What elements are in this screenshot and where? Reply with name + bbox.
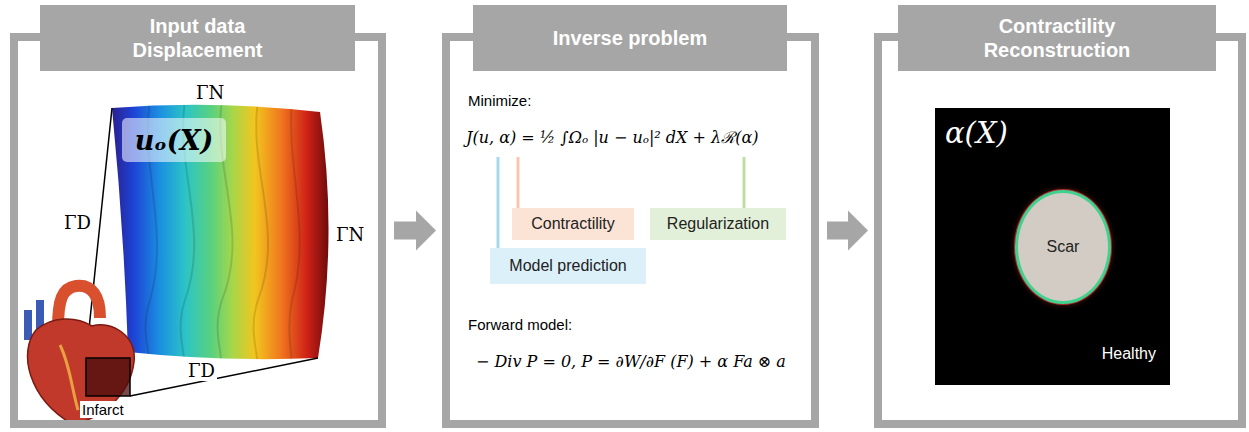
contractility-map: α(X) Healthy Scar <box>935 108 1170 385</box>
step-label: Minimize: <box>468 92 531 109</box>
leader-line <box>517 157 520 208</box>
boundary-label: ΓN <box>336 224 364 245</box>
boundary-label: ΓD <box>64 212 91 233</box>
block-arrow <box>827 211 868 251</box>
block-arrow <box>394 211 436 251</box>
heart <box>28 319 135 424</box>
step-label: Forward model: <box>468 316 572 333</box>
field-label: α(X) <box>945 116 1008 150</box>
boundary-label: ΓN <box>196 82 224 103</box>
leader-line <box>497 157 500 248</box>
infarct-region <box>86 358 130 396</box>
region-label: Scar <box>1047 238 1080 256</box>
panel-heading: Inverse problem <box>473 5 787 71</box>
term-box: Model prediction <box>490 248 646 284</box>
term-label: Regularization <box>667 215 769 233</box>
panel-heading: Input data Displacement <box>40 5 355 71</box>
term-label: Model prediction <box>509 257 626 275</box>
contour-line <box>254 100 269 370</box>
region-label: Infarct <box>80 401 126 418</box>
panel-heading: Contractility Reconstruction <box>898 5 1216 71</box>
field-label-box: uₒ(X) <box>122 118 226 162</box>
region-label: Healthy <box>1102 345 1156 363</box>
panel: Contractility Reconstructionα(X)HealthyS… <box>874 33 1246 428</box>
term-box: Regularization <box>650 208 786 240</box>
scar-region: Scar <box>1015 190 1111 304</box>
equation: J(u, α) = ½ ∫Ωₒ |u − uₒ|² dX + λℛ(α) <box>466 126 758 148</box>
projection-line <box>86 108 112 358</box>
projection-line <box>130 358 318 396</box>
contour-line <box>289 100 299 370</box>
boundary-label: ΓD <box>186 360 217 381</box>
equation: − Div P = 0, P = ∂W/∂F (F) + α Fa ⊗ a <box>476 352 786 371</box>
term-label: Contractility <box>531 215 615 233</box>
field-label: uₒ(X) <box>135 125 214 156</box>
term-box: Contractility <box>512 208 634 240</box>
leader-line <box>743 157 746 208</box>
displacement-map <box>112 105 329 359</box>
coronary-artery <box>60 345 78 410</box>
